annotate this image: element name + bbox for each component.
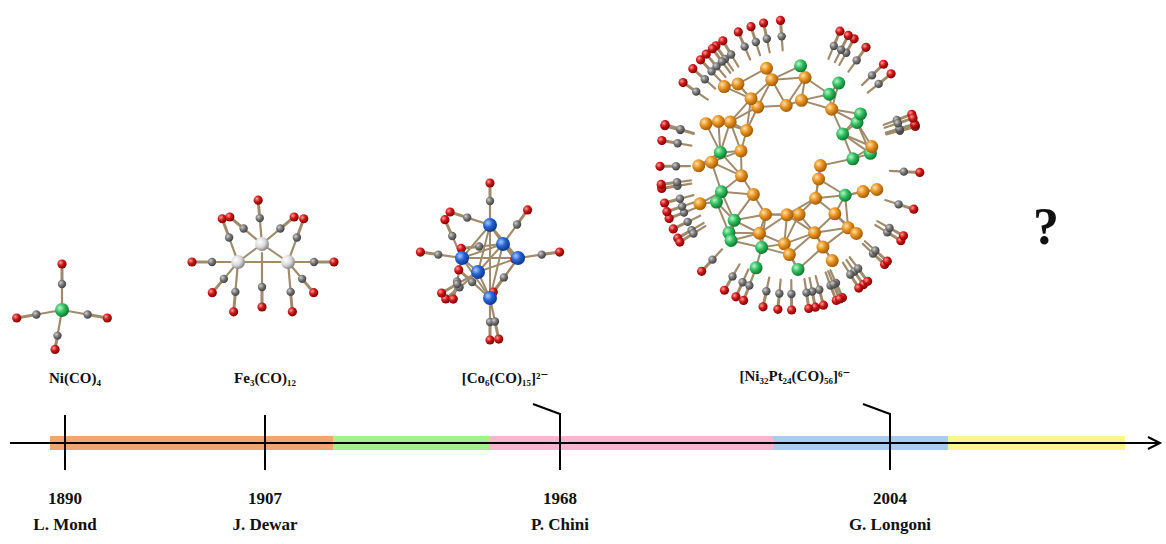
- year-label: 1890: [48, 490, 82, 509]
- year-label: 2004: [873, 490, 907, 509]
- chemist-name: L. Mond: [33, 516, 96, 535]
- formula-label: [Co₆(CO)₁₅]²⁻: [462, 370, 549, 387]
- timeline-axis: [10, 404, 1160, 470]
- chemist-name: P. Chini: [531, 516, 589, 535]
- molecule-models: [12, 16, 924, 354]
- formula-label: [Ni₃₂Pt₂₄(CO)₅₆]⁶⁻: [739, 368, 850, 385]
- question-mark: ?: [1033, 198, 1059, 255]
- formula-label: Fe₃(CO)₁₂: [234, 370, 296, 387]
- formula-label: Ni(CO)₄: [49, 370, 101, 387]
- chemist-name: J. Dewar: [232, 516, 297, 535]
- year-label: 1968: [543, 490, 577, 509]
- chemist-name: G. Longoni: [849, 516, 931, 535]
- year-label: 1907: [248, 490, 282, 509]
